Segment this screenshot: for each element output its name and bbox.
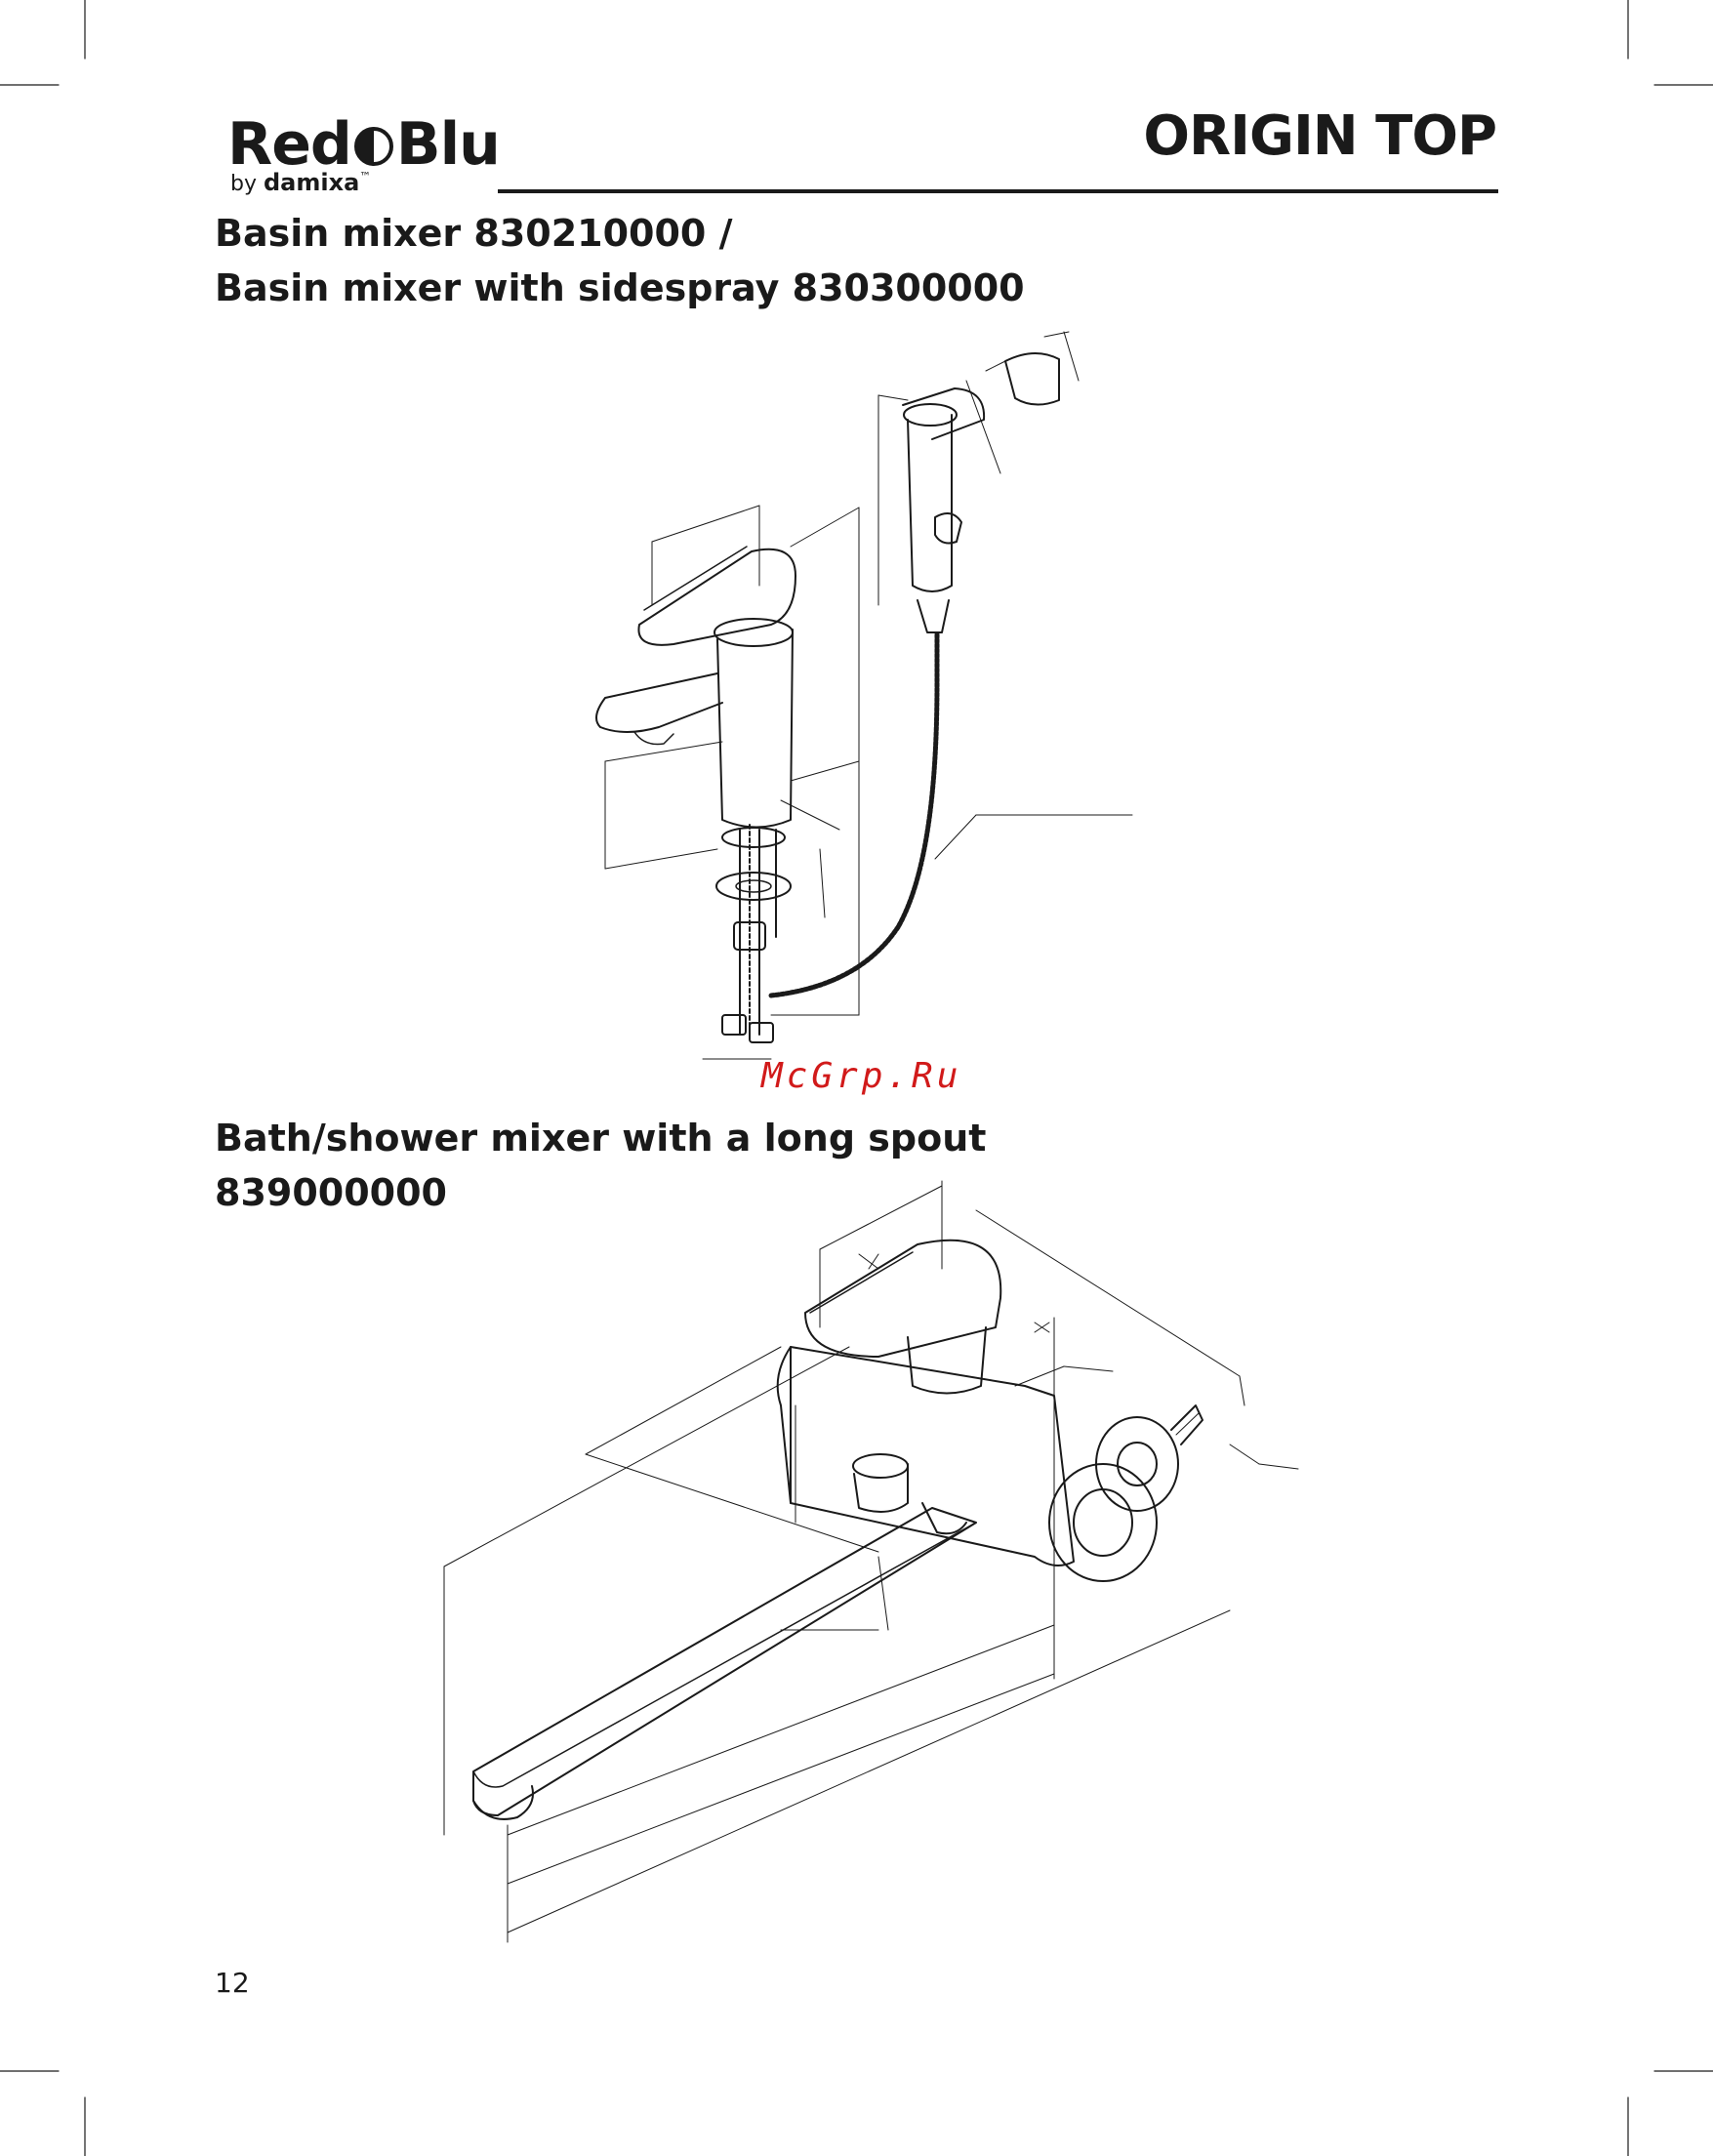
basin-mixer-drawing: [596, 332, 1132, 1059]
bath-mixer-drawing: [444, 1181, 1298, 1942]
section-heading-bath: Bath/shower mixer with a long spout 8390…: [215, 1111, 986, 1220]
document-title: ORIGIN TOP: [1143, 109, 1496, 164]
section-heading-basin-line1: Basin mixer 830210000 /: [215, 206, 1025, 261]
logo-brand: damixa: [264, 169, 359, 196]
section-heading-bath-line1: Bath/shower mixer with a long spout: [215, 1111, 986, 1165]
section-heading-basin: Basin mixer 830210000 / Basin mixer with…: [215, 206, 1025, 315]
logo-tm: ™: [359, 170, 371, 183]
logo-wordmark-right: Blu: [396, 110, 500, 179]
half-circle-icon: [354, 127, 393, 166]
page-number: 12: [215, 1967, 250, 1999]
brand-sub: by damixa™: [230, 171, 371, 195]
section-heading-basin-line2: Basin mixer with sidespray 830300000: [215, 261, 1025, 315]
watermark: McGrp.Ru: [761, 1056, 961, 1096]
header-rule: [498, 189, 1498, 193]
section-heading-bath-line2: 839000000: [215, 1165, 986, 1220]
logo-by: by: [230, 172, 257, 196]
